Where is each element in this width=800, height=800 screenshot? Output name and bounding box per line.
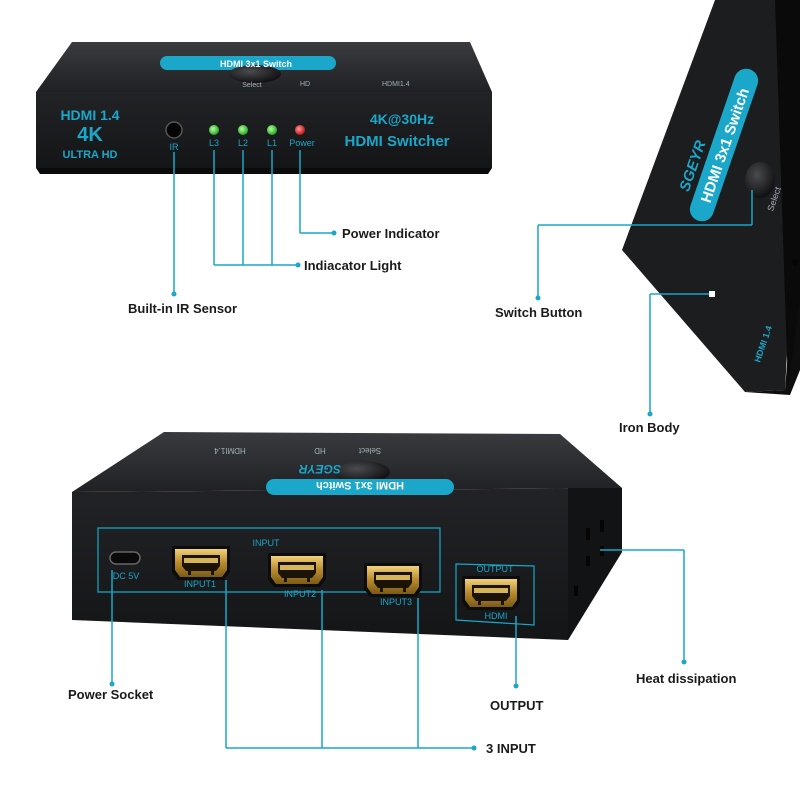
output-group-frame xyxy=(455,563,535,626)
callout-output: OUTPUT xyxy=(490,698,544,713)
callout-3-input: 3 INPUT xyxy=(486,741,536,756)
model-badge-text: HDMI 3x1 Switch xyxy=(220,59,292,69)
callout-heat-dissipation: Heat dissipation xyxy=(636,671,737,686)
input-group-label: INPUT xyxy=(253,538,281,548)
rear-select-text: Select xyxy=(358,446,381,455)
led-power xyxy=(295,125,305,135)
front-spec-line3: ULTRA HD xyxy=(63,149,118,161)
hd-mark-small: HD xyxy=(300,81,310,88)
front-spec-right-line1: 4K@30Hz xyxy=(370,111,434,127)
led-label-l1: L1 xyxy=(267,138,277,148)
led-l1 xyxy=(267,125,277,135)
select-button-top xyxy=(229,65,281,83)
callout-lines-rear xyxy=(111,549,685,749)
input1-label: INPUT1 xyxy=(184,579,216,589)
device-front-panel xyxy=(36,92,492,168)
rear-brand: SGEYR xyxy=(299,462,341,476)
rear-hdmi-text: HDMI1.4 xyxy=(214,446,246,455)
callout-switch-button: Switch Button xyxy=(495,305,583,320)
device-front-view: Select HD HDMI1.4 HDMI 3x1 Switch HDMI 1… xyxy=(36,42,492,174)
led-l3 xyxy=(209,125,219,135)
led-label-power: Power xyxy=(289,138,315,148)
led-label-l2: L2 xyxy=(238,138,248,148)
front-spec-right-line2: HDMI Switcher xyxy=(344,133,449,150)
dc-power-socket xyxy=(109,551,141,565)
callout-power-indicator: Power Indicator xyxy=(342,226,440,241)
input3-label: INPUT3 xyxy=(380,597,412,607)
callout-power-socket: Power Socket xyxy=(68,687,154,702)
rear-select-button xyxy=(334,461,390,483)
hdmi-input-2 xyxy=(268,553,326,587)
output-port-label: HDMI xyxy=(485,611,508,621)
input-group-frame xyxy=(97,527,441,593)
ir-sensor xyxy=(165,121,183,139)
hdmi-mark-small: HDMI1.4 xyxy=(382,81,410,88)
led-l2 xyxy=(238,125,248,135)
callout-iron-body: Iron Body xyxy=(619,420,680,435)
side-select-button xyxy=(745,162,775,198)
callout-ir-sensor: Built-in IR Sensor xyxy=(128,301,238,316)
model-badge xyxy=(160,56,336,70)
callout-lines-side xyxy=(537,190,753,412)
rear-model-badge: HDMI 3x1 Switch xyxy=(316,479,404,491)
input2-label: INPUT2 xyxy=(284,589,316,599)
dc-label: DC 5V xyxy=(113,571,140,581)
ir-label: IR xyxy=(170,142,180,152)
callout-indicator-light: Indiacator Light xyxy=(304,258,402,273)
rear-top-surface xyxy=(72,432,622,492)
callout-lines-front xyxy=(173,150,332,292)
output-label: OUTPUT xyxy=(477,564,515,574)
hdmi-input-1 xyxy=(172,546,230,580)
rear-panel xyxy=(72,488,622,640)
select-label-small: Select xyxy=(242,82,262,89)
hdmi-input-3 xyxy=(364,563,422,597)
led-label-l3: L3 xyxy=(209,138,219,148)
hdmi-output xyxy=(462,576,520,610)
device-side-view: HDMI 3x1 Switch SGEYR Select HDMI 1.4 xyxy=(622,0,800,395)
rear-hd-text: HD xyxy=(314,446,326,455)
device-rear-view: HDMI 3x1 Switch SGEYR Select HD HDMI1.4 … xyxy=(72,432,622,640)
front-spec-line1: HDMI 1.4 xyxy=(60,107,119,123)
front-spec-line2: 4K xyxy=(77,124,103,146)
